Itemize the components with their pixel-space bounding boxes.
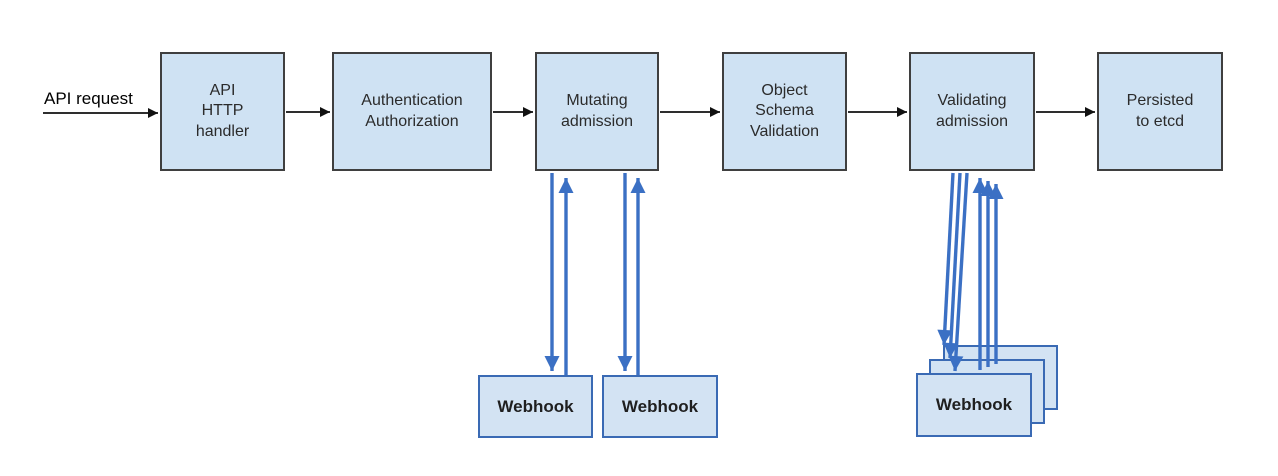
box-object-schema-validation: Object Schema Validation xyxy=(722,52,847,171)
box-authentication-authorization-label: Authentication Authorization xyxy=(361,92,463,130)
box-validating-admission: Validating admission xyxy=(909,52,1035,171)
webhook-box-mutating-1: Webhook xyxy=(478,375,593,438)
webhook-box-mutating-2-label: Webhook xyxy=(621,396,699,416)
box-api-http-handler-label: API HTTP handler xyxy=(195,81,250,140)
box-persisted-to-etcd-label: Persisted to etcd xyxy=(1126,92,1194,130)
box-object-schema-validation-label: Object Schema Validation xyxy=(749,81,820,140)
webhook-box-validating-front: Webhook xyxy=(916,373,1032,437)
api-request-label: API request xyxy=(44,89,133,108)
box-api-http-handler: API HTTP handler xyxy=(160,52,285,171)
box-persisted-to-etcd: Persisted to etcd xyxy=(1097,52,1223,171)
webhook-box-mutating-1-label: Webhook xyxy=(497,396,574,416)
arrow-validating-to-webhook-down-2 xyxy=(943,172,962,359)
arrow-validating-to-webhook-down-3 xyxy=(948,172,969,372)
arrow-validating-to-webhook-down-1 xyxy=(937,172,955,346)
box-authentication-authorization: Authentication Authorization xyxy=(332,52,492,171)
webhook-box-validating-front-label: Webhook xyxy=(935,395,1013,414)
box-validating-admission-label: Validating admission xyxy=(935,92,1009,130)
webhook-box-mutating-2: Webhook xyxy=(602,375,718,438)
box-mutating-admission-label: Mutating admission xyxy=(560,92,634,130)
box-mutating-admission: Mutating admission xyxy=(535,52,659,171)
